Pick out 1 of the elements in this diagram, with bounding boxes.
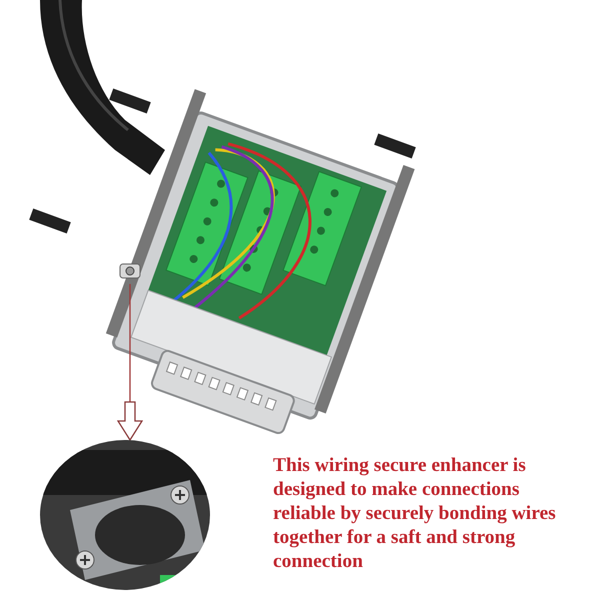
description-text: This wiring secure enhancer is designed to make connections reliable by securely bonding wires together for a saft and strong connection [273,454,557,574]
